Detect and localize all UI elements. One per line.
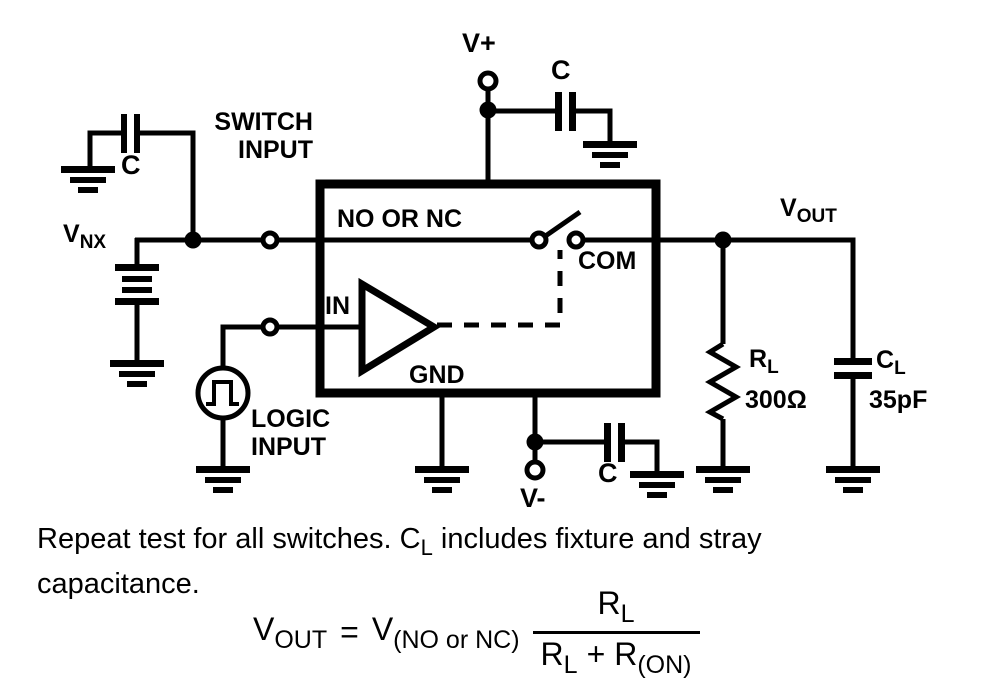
ground-icon: [196, 466, 250, 493]
vplus-terminal: [477, 70, 499, 92]
wire-vout: [723, 237, 856, 360]
rl-sub: L: [767, 357, 779, 378]
wire: [576, 108, 613, 143]
switch-input-terminal: [260, 230, 280, 250]
wire-logic-in: [220, 324, 362, 369]
fraction-denominator: RL+R(ON): [533, 634, 700, 682]
vnx-label: VNX: [63, 220, 107, 254]
ground-icon: [630, 471, 684, 498]
den-b-sub: (ON): [637, 651, 692, 679]
num-main: R: [597, 585, 621, 621]
note-line1-post: includes fixture and stray: [432, 523, 762, 555]
ground-icon: [696, 466, 750, 493]
fraction-numerator: RL: [590, 583, 643, 631]
resistor-icon: [704, 341, 742, 422]
grounds: [61, 141, 880, 498]
logic-input-label: LOGIC INPUT: [251, 405, 331, 461]
formula-rhs-main: V: [371, 610, 394, 647]
cap-left-label: C: [121, 150, 141, 180]
ground-icon: [110, 360, 164, 387]
component-plates: [115, 92, 872, 462]
logic-input-terminal: [260, 317, 280, 337]
vout-sub: OUT: [796, 206, 837, 227]
node-dot: [184, 231, 202, 249]
logic-input-line2: INPUT: [251, 432, 326, 461]
note-line1-pre: Repeat test for all switches. C: [37, 523, 421, 555]
formula-lhs-sub: OUT: [274, 625, 328, 654]
vout-formula: VOUT = V(NO or NC) RL RL+R(ON): [253, 583, 700, 682]
cl-main: C: [876, 346, 895, 374]
rl-main: R: [749, 345, 768, 373]
den-a-main: R: [540, 636, 564, 672]
fraction-bar: [532, 631, 700, 634]
den-plus: +: [586, 636, 606, 672]
pin-in-label: IN: [325, 292, 350, 320]
pin-no-or-nc-label: NO OR NC: [337, 205, 462, 233]
wire: [140, 130, 196, 240]
pin-gnd-label: GND: [409, 361, 465, 389]
vplus-label: V+: [462, 28, 496, 58]
node-dot: [479, 101, 497, 119]
note-line1-sub: L: [420, 535, 433, 560]
switch-input-label: SWITCH INPUT: [175, 108, 313, 164]
node-dot: [526, 433, 544, 451]
note-line1: Repeat test for all switches. CL include…: [37, 521, 762, 566]
formula-lhs: VOUT: [253, 611, 327, 655]
switch-pole-right: [566, 230, 586, 250]
junction-dots: [184, 101, 732, 451]
battery-icon: [115, 264, 159, 305]
cap-top-label: C: [551, 55, 571, 85]
ground-icon: [826, 466, 880, 493]
formula-lhs-main: V: [253, 610, 275, 647]
ground-icon: [583, 141, 637, 168]
switch-blade-icon: [542, 209, 582, 240]
capacitor-left-icon: [121, 114, 140, 153]
vnx-sub: NX: [79, 232, 107, 253]
vnx-main: V: [63, 220, 80, 248]
switch-pole-left: [529, 230, 549, 250]
pin-com-label: COM: [578, 247, 637, 275]
den-a-sub: L: [563, 651, 578, 679]
cl-value: 35pF: [869, 386, 928, 414]
cl-sub: L: [894, 358, 906, 379]
pulse-source-icon: [195, 365, 251, 421]
terminals: [260, 70, 586, 481]
note-text: Repeat test for all switches. CL include…: [37, 521, 762, 602]
cl-label: CL: [876, 346, 906, 380]
vout-label: VOUT: [780, 194, 837, 228]
switch-input-line1: SWITCH: [214, 108, 313, 136]
load-capacitor-icon: [834, 358, 872, 379]
den-b-main: R: [614, 636, 638, 672]
wire: [625, 439, 660, 473]
formula-fraction: RL RL+R(ON): [532, 583, 700, 682]
formula-equals: =: [340, 614, 359, 650]
vout-main: V: [780, 194, 797, 222]
note-line2: capacitance.: [37, 568, 200, 600]
vminus-terminal: [524, 459, 546, 481]
node-dot: [714, 231, 732, 249]
ic-box: [315, 179, 661, 398]
cap-bottom-label: C: [598, 458, 618, 488]
ground-icon: [415, 466, 469, 493]
capacitor-top-icon: [555, 92, 576, 131]
dashed-control-line: [437, 250, 563, 328]
formula-rhs-sub: (NO or NC): [393, 625, 520, 654]
rl-value: 300Ω: [745, 386, 807, 414]
rl-label: RL: [749, 345, 779, 379]
switch-input-line2: INPUT: [238, 135, 313, 164]
vminus-label: V-: [520, 483, 546, 513]
buffer-triangle-icon: [358, 277, 441, 378]
logic-input-line1: LOGIC: [251, 405, 331, 433]
ground-icon: [61, 166, 115, 193]
num-sub: L: [620, 600, 635, 628]
capacitor-bottom-icon: [604, 423, 625, 462]
formula-rhs: V(NO or NC): [372, 611, 520, 655]
wire: [87, 130, 121, 166]
